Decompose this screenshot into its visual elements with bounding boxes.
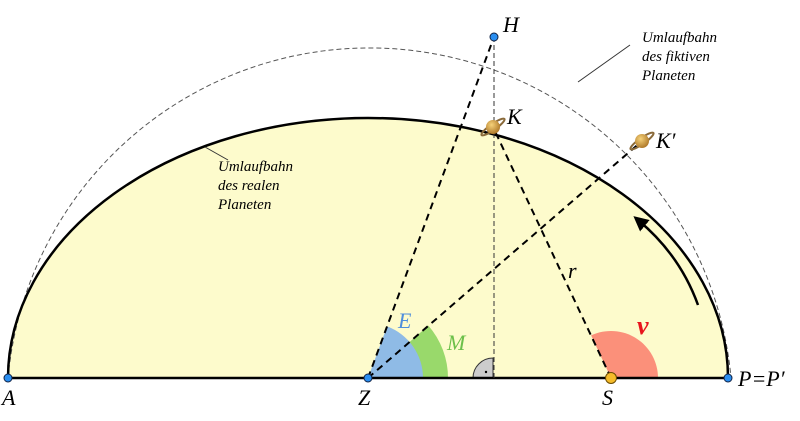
label-H: H — [502, 12, 520, 37]
line-S-K — [492, 126, 612, 379]
label-Kprime: K′ — [655, 128, 677, 153]
real-orbit-label-1: Umlaufbahn — [218, 159, 293, 175]
real-orbit-label-2: des realen — [218, 178, 280, 194]
angle-nu-wedge — [591, 330, 658, 378]
fictive-orbit-label-3: Planeten — [641, 68, 695, 84]
fictive-orbit-label-1: Umlaufbahn — [642, 30, 717, 46]
point-S-sun — [605, 372, 617, 384]
point-A — [3, 373, 13, 383]
label-nu: ν — [637, 311, 649, 340]
label-S: S — [602, 385, 613, 410]
real-orbit-ellipse — [8, 118, 728, 378]
label-M: M — [446, 330, 467, 355]
label-r: r — [568, 258, 577, 283]
planet-K-icon — [480, 117, 506, 137]
fictive-orbit-label-2: des fiktiven — [642, 49, 710, 65]
point-P — [723, 373, 733, 383]
label-A: A — [0, 385, 16, 410]
line-Z-Kprime — [367, 140, 643, 379]
point-H — [489, 32, 499, 42]
label-P: P=P′ — [737, 366, 786, 391]
label-Z: Z — [358, 385, 371, 410]
real-orbit-label-3: Planeten — [217, 197, 271, 213]
motion-direction-arrow — [633, 216, 700, 306]
planet-Kprime-icon — [629, 131, 655, 151]
point-Z — [363, 373, 373, 383]
label-E: E — [397, 308, 412, 333]
label-K: K — [506, 104, 523, 129]
fictive-orbit-circle — [7, 47, 732, 379]
line-Z-H — [367, 36, 495, 379]
